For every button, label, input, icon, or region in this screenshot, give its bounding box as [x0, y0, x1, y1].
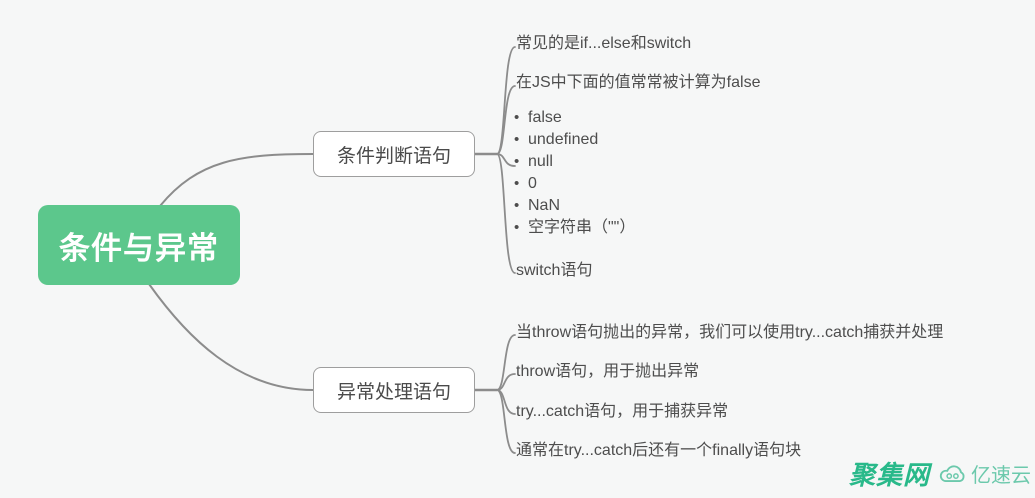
list-item-text: null: [528, 153, 553, 170]
cloud-icon: [939, 464, 965, 482]
list-item-text: false: [528, 109, 562, 126]
leaf-if-else-switch[interactable]: 常见的是if...else和switch: [516, 35, 692, 52]
branch-node-exception-handling[interactable]: 异常处理语句: [313, 367, 475, 413]
watermark: 聚集网 亿速云: [849, 455, 1031, 492]
falsy-values-list[interactable]: false undefined null 0 NaN 空字符串（""）: [514, 107, 635, 239]
leaf-switch-statement[interactable]: switch语句: [516, 262, 593, 279]
list-item-text: 0: [528, 175, 537, 192]
leaf-throw-try-catch-intro[interactable]: 当throw语句抛出的异常，我们可以使用try...catch捕获并处理: [516, 324, 944, 341]
list-item: false: [514, 107, 635, 129]
root-node-label: 条件与异常: [59, 230, 219, 266]
list-item: 0: [514, 173, 635, 195]
bullet-icon: [514, 217, 528, 239]
leaf-try-catch-statement[interactable]: try...catch语句，用于捕获异常: [516, 403, 729, 420]
bullet-icon: [514, 107, 528, 129]
list-item: null: [514, 151, 635, 173]
leaf-falsy-values-intro[interactable]: 在JS中下面的值常常被计算为false: [516, 74, 761, 91]
list-item-text: 空字符串（""）: [528, 219, 636, 236]
leaf-finally-block[interactable]: 通常在try...catch后还有一个finally语句块: [516, 442, 802, 459]
list-item: 空字符串（""）: [514, 217, 635, 239]
bullet-icon: [514, 129, 528, 151]
watermark-brand-name: 亿速云: [971, 465, 1031, 487]
branch-node-conditional-statements[interactable]: 条件判断语句: [313, 131, 475, 177]
watermark-site-name: 聚集网: [848, 460, 930, 490]
bullet-icon: [514, 195, 528, 217]
bullet-icon: [514, 173, 528, 195]
root-node[interactable]: 条件与异常: [38, 205, 240, 285]
leaf-throw-statement[interactable]: throw语句，用于抛出异常: [516, 363, 700, 380]
branch-label: 异常处理语句: [336, 381, 451, 403]
list-item-text: undefined: [528, 131, 599, 148]
list-item: undefined: [514, 129, 635, 151]
list-item-text: NaN: [528, 197, 561, 214]
branch-label: 条件判断语句: [336, 145, 451, 167]
bullet-icon: [514, 151, 528, 173]
list-item: NaN: [514, 195, 635, 217]
